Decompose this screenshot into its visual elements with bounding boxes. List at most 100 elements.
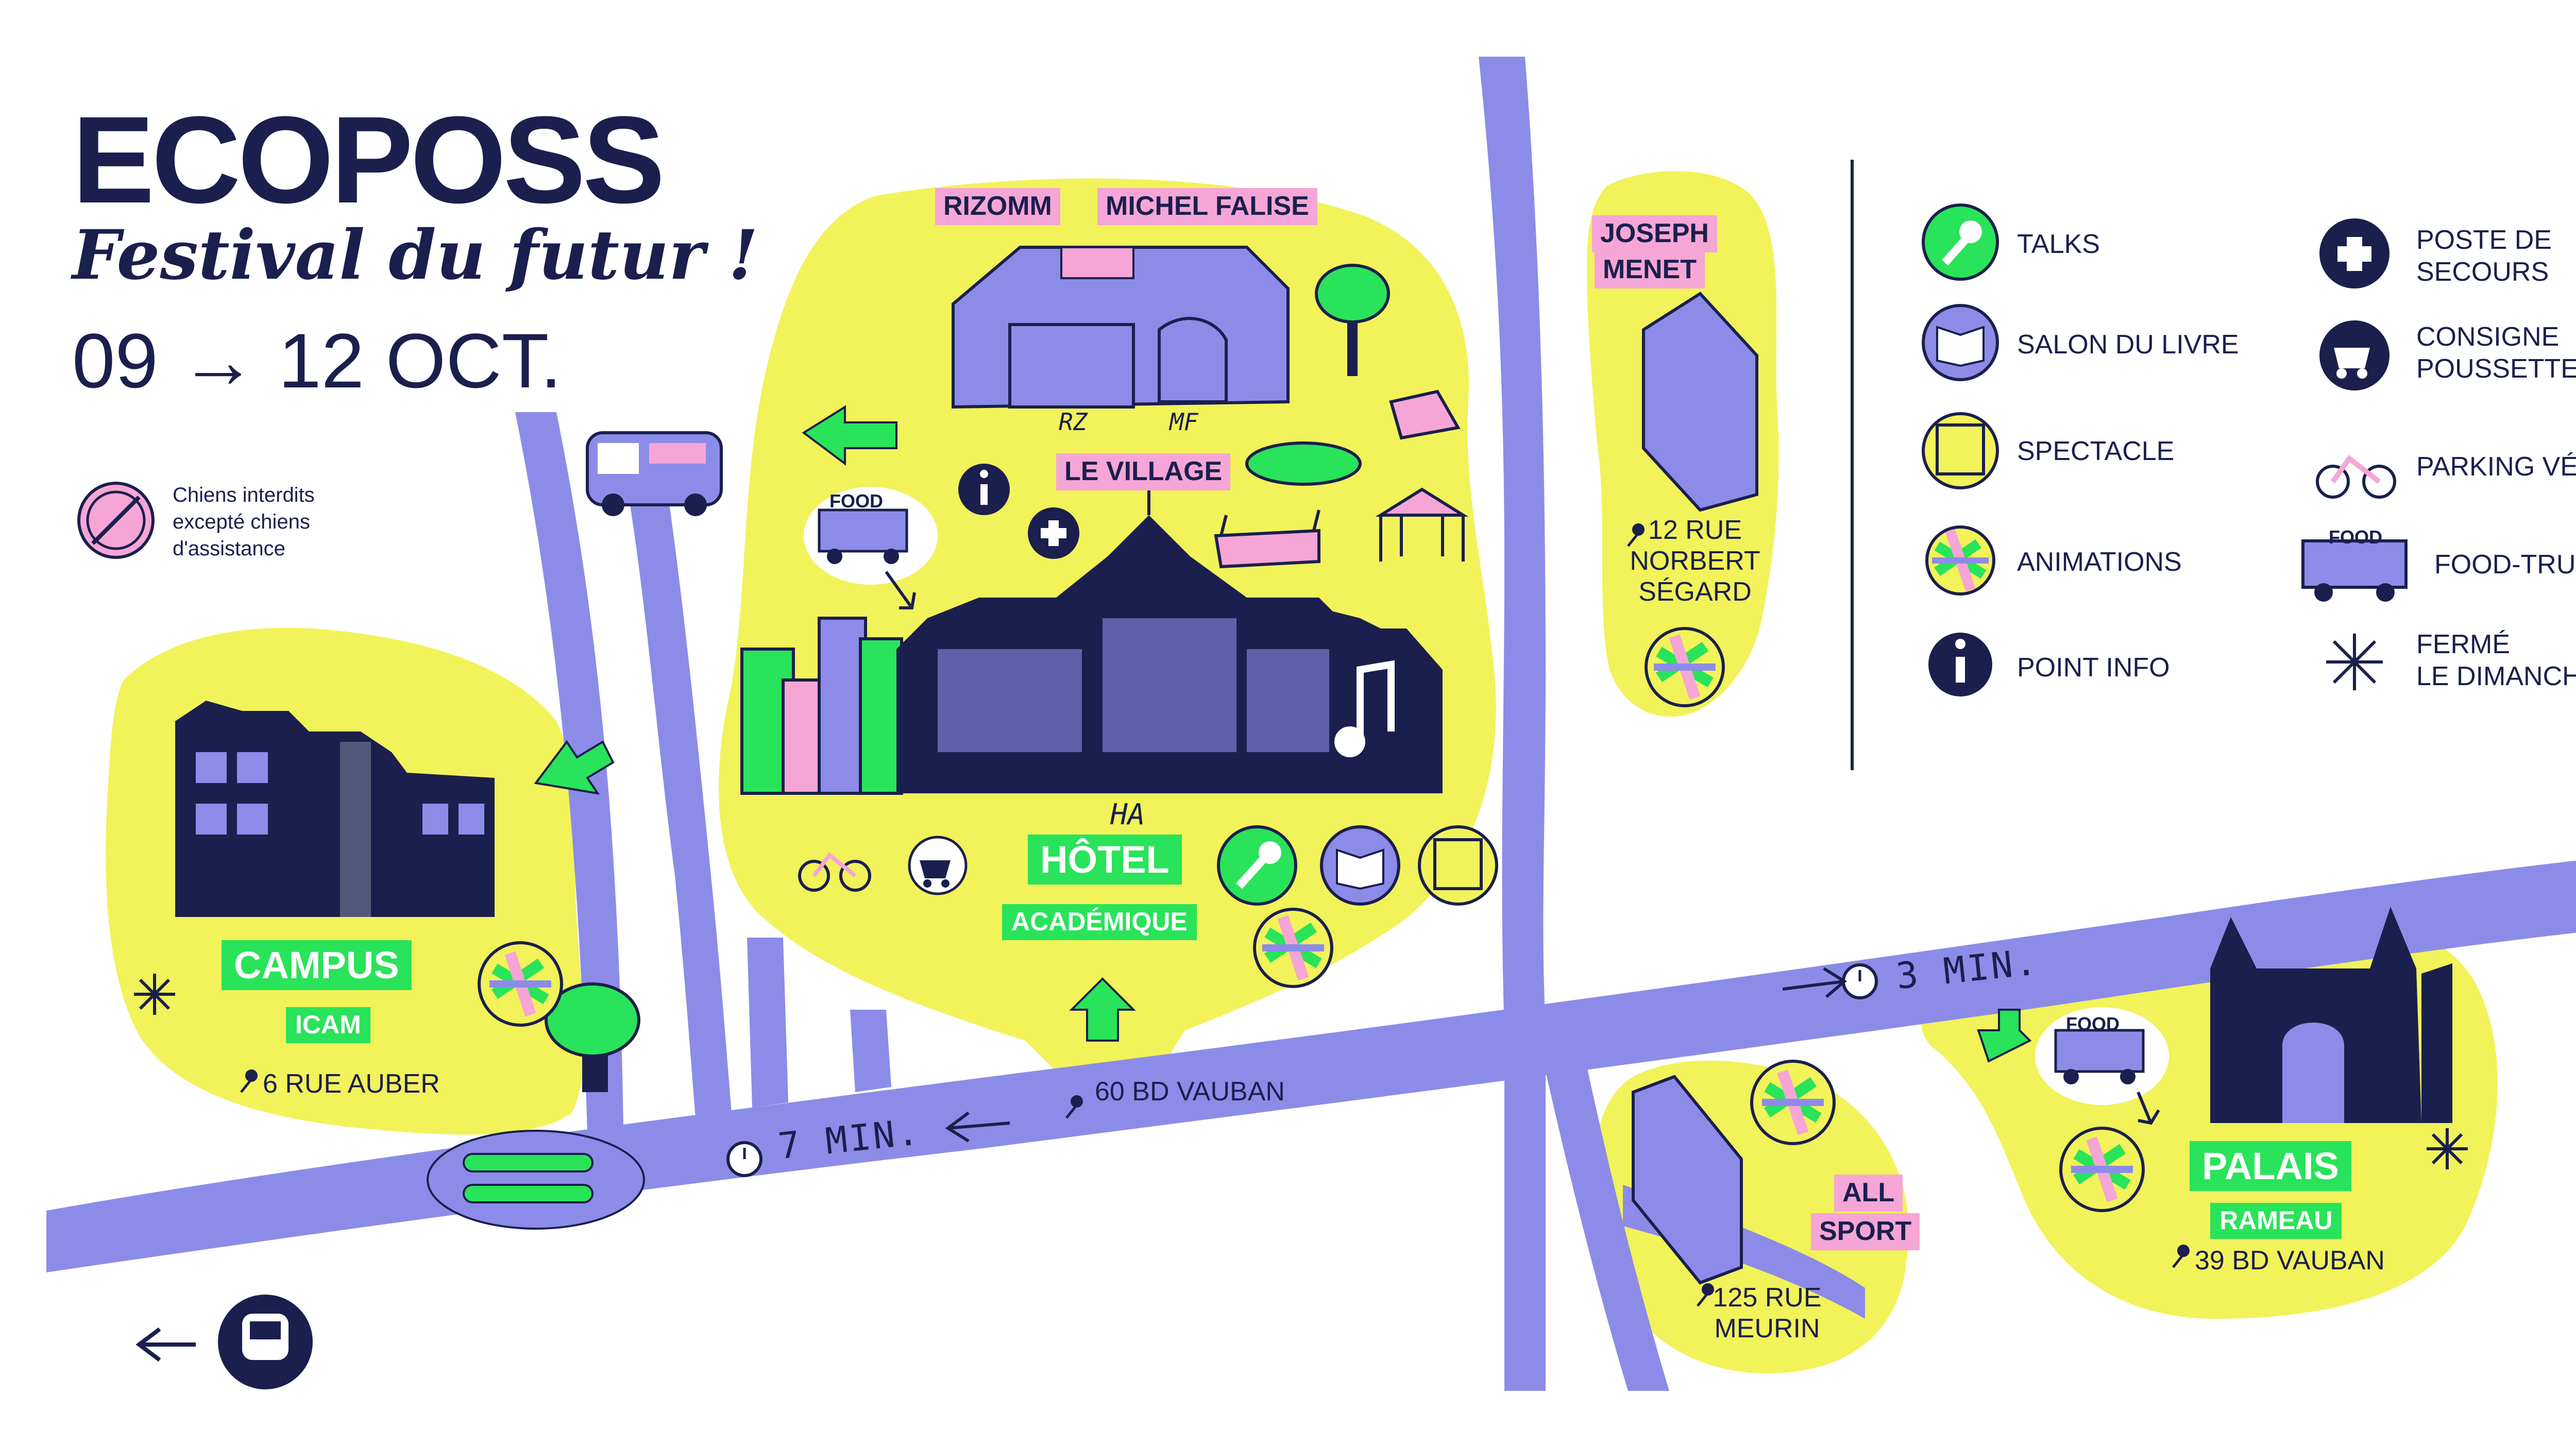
all-sport-building <box>1632 1075 1743 1285</box>
hotel-initials: HA <box>1110 798 1145 831</box>
label-hotel-sub: ACADÉMIQUE <box>1002 904 1197 940</box>
pin-icon <box>2172 1245 2190 1268</box>
campus-icam-building <box>175 701 495 917</box>
legend-line: CONSIGNE <box>2416 322 2560 352</box>
road-north-south <box>1479 57 1546 1391</box>
animations-badge-palais <box>2059 1127 2145 1212</box>
pin-icon <box>1697 1283 1714 1307</box>
consigne-poussettes-icon <box>2319 320 2389 390</box>
dogs-notice-line: d'assistance <box>173 537 285 560</box>
deck-chair <box>1389 389 1461 440</box>
label-palais: PALAIS <box>2190 1141 2351 1192</box>
point-info-icon <box>1928 633 1992 696</box>
legend-talks: TALKS <box>2017 229 2100 259</box>
ferme-le-dimanche-icon <box>2326 634 2383 690</box>
label-all-sport-line1: ALL <box>1834 1175 1903 1212</box>
address-line: 125 RUE <box>1713 1283 1822 1313</box>
address-line: NORBERT <box>1630 546 1760 576</box>
dogs-notice-line: excepté chiens <box>173 511 310 533</box>
arrow-to-train-station <box>135 1327 196 1362</box>
parking-velo-icon <box>2316 454 2396 499</box>
address-line: 12 RUE <box>1648 515 1742 545</box>
arrow-to-village <box>802 405 897 466</box>
animations-badge-joseph-menet <box>1645 627 1725 707</box>
legend-ferme-le-dimanche: FERMÉ LE DIMANCHE <box>2416 628 2576 692</box>
bush-village <box>1245 441 1362 486</box>
info-badge-village <box>958 464 1010 515</box>
legend-animations: ANIMATIONS <box>2017 547 2182 577</box>
stroller-badge-hotel <box>908 836 968 895</box>
first-aid-badge-village <box>1028 507 1079 559</box>
dogs-forbidden-icon <box>77 482 155 559</box>
address-palais: 39 BD VAUBAN <box>2195 1246 2385 1276</box>
joseph-menet-building <box>1642 292 1758 512</box>
roundabout <box>427 1130 645 1230</box>
label-michel-falise: MICHEL FALISE <box>1097 188 1317 225</box>
food-sign-village: FOOD <box>829 490 883 512</box>
address-campus: 6 RUE AUBER <box>263 1069 440 1099</box>
rizomm-michel-falise-building <box>952 246 1290 409</box>
address-joseph-menet: 12 RUE NORBERT SÉGARD <box>1618 515 1772 607</box>
animations-icon <box>1925 525 1995 596</box>
tree-campus <box>545 982 640 1092</box>
arrow-to-campus <box>534 740 615 795</box>
arrow-down-palais <box>2137 1091 2160 1125</box>
legend-parking-velo: PARKING VÉLO <box>2416 452 2576 482</box>
label-palais-sub: RAMEAU <box>2210 1203 2342 1239</box>
arrow-to-hotel <box>1069 977 1136 1042</box>
tent-village <box>1375 487 1469 562</box>
legend-point-info: POINT INFO <box>2017 653 2170 683</box>
village-stage <box>1214 509 1320 569</box>
pin-icon <box>1065 1095 1083 1119</box>
road-boulevard-vauban <box>46 860 2576 1272</box>
food-sign-palais: FOOD <box>2066 1013 2120 1034</box>
animations-badge-campus <box>478 941 563 1027</box>
arrow-down-village <box>885 571 916 609</box>
legend-line: FERMÉ <box>2416 630 2510 659</box>
arrow-left-road <box>945 1111 1010 1143</box>
closed-sunday-palais <box>2427 1128 2468 1169</box>
arrow-to-palais <box>1977 1009 2032 1063</box>
label-le-village: LE VILLAGE <box>1056 453 1231 490</box>
spectacle-badge-hotel <box>1418 825 1498 906</box>
closed-sunday-campus <box>134 974 175 1015</box>
pin-icon <box>1627 523 1645 547</box>
dogs-notice-line: Chiens interdits <box>173 484 315 506</box>
stopwatch-3min <box>1842 963 1878 999</box>
salon-du-livre-icon <box>1922 304 1999 381</box>
food-trucks-icon <box>2301 539 2408 602</box>
legend-poste-de-secours: POSTE DE SECOURS <box>2416 224 2552 288</box>
palais-rameau-building <box>2210 907 2452 1123</box>
festival-title: ECOPOSS <box>72 91 665 229</box>
legend-line: LE DIMANCHE <box>2416 661 2576 691</box>
bus <box>586 431 723 516</box>
label-joseph-menet-line2: MENET <box>1595 251 1705 288</box>
legend-line: SECOURS <box>2416 257 2549 287</box>
food-sign-legend: FOOD <box>2329 526 2382 548</box>
festival-dates: 09 → 12 OCT. <box>72 317 562 404</box>
roundabout-stripe-1 <box>463 1153 594 1172</box>
road-west-curve <box>618 438 732 1118</box>
train-station-icon <box>218 1295 313 1389</box>
festival-subtitle: Festival du futur ! <box>72 215 758 295</box>
legend-food-trucks: FOOD-TRUCKS <box>2434 550 2576 580</box>
address-all-sport: 125 RUE MEURIN <box>1705 1283 1829 1345</box>
legend-line: POUSSETTES <box>2416 354 2576 384</box>
legend-line: POSTE DE <box>2416 225 2552 255</box>
spectacle-icon <box>1922 412 1999 489</box>
talks-icon <box>1922 203 1999 281</box>
label-campus-sub: ICAM <box>286 1007 370 1043</box>
road-south-branch <box>1546 1066 1669 1391</box>
arrow-right-road <box>1782 967 1848 998</box>
label-joseph-menet-line1: JOSEPH <box>1592 215 1717 252</box>
animations-badge-hotel <box>1253 908 1333 988</box>
food-truck-palais <box>2035 1007 2169 1105</box>
poste-de-secours-icon <box>2319 218 2389 288</box>
pin-icon <box>240 1069 258 1093</box>
road-small-2 <box>850 1010 891 1092</box>
bike-parking-hotel <box>798 852 871 892</box>
stopwatch-7min <box>726 1141 762 1177</box>
roundabout-stripe-2 <box>463 1184 594 1203</box>
